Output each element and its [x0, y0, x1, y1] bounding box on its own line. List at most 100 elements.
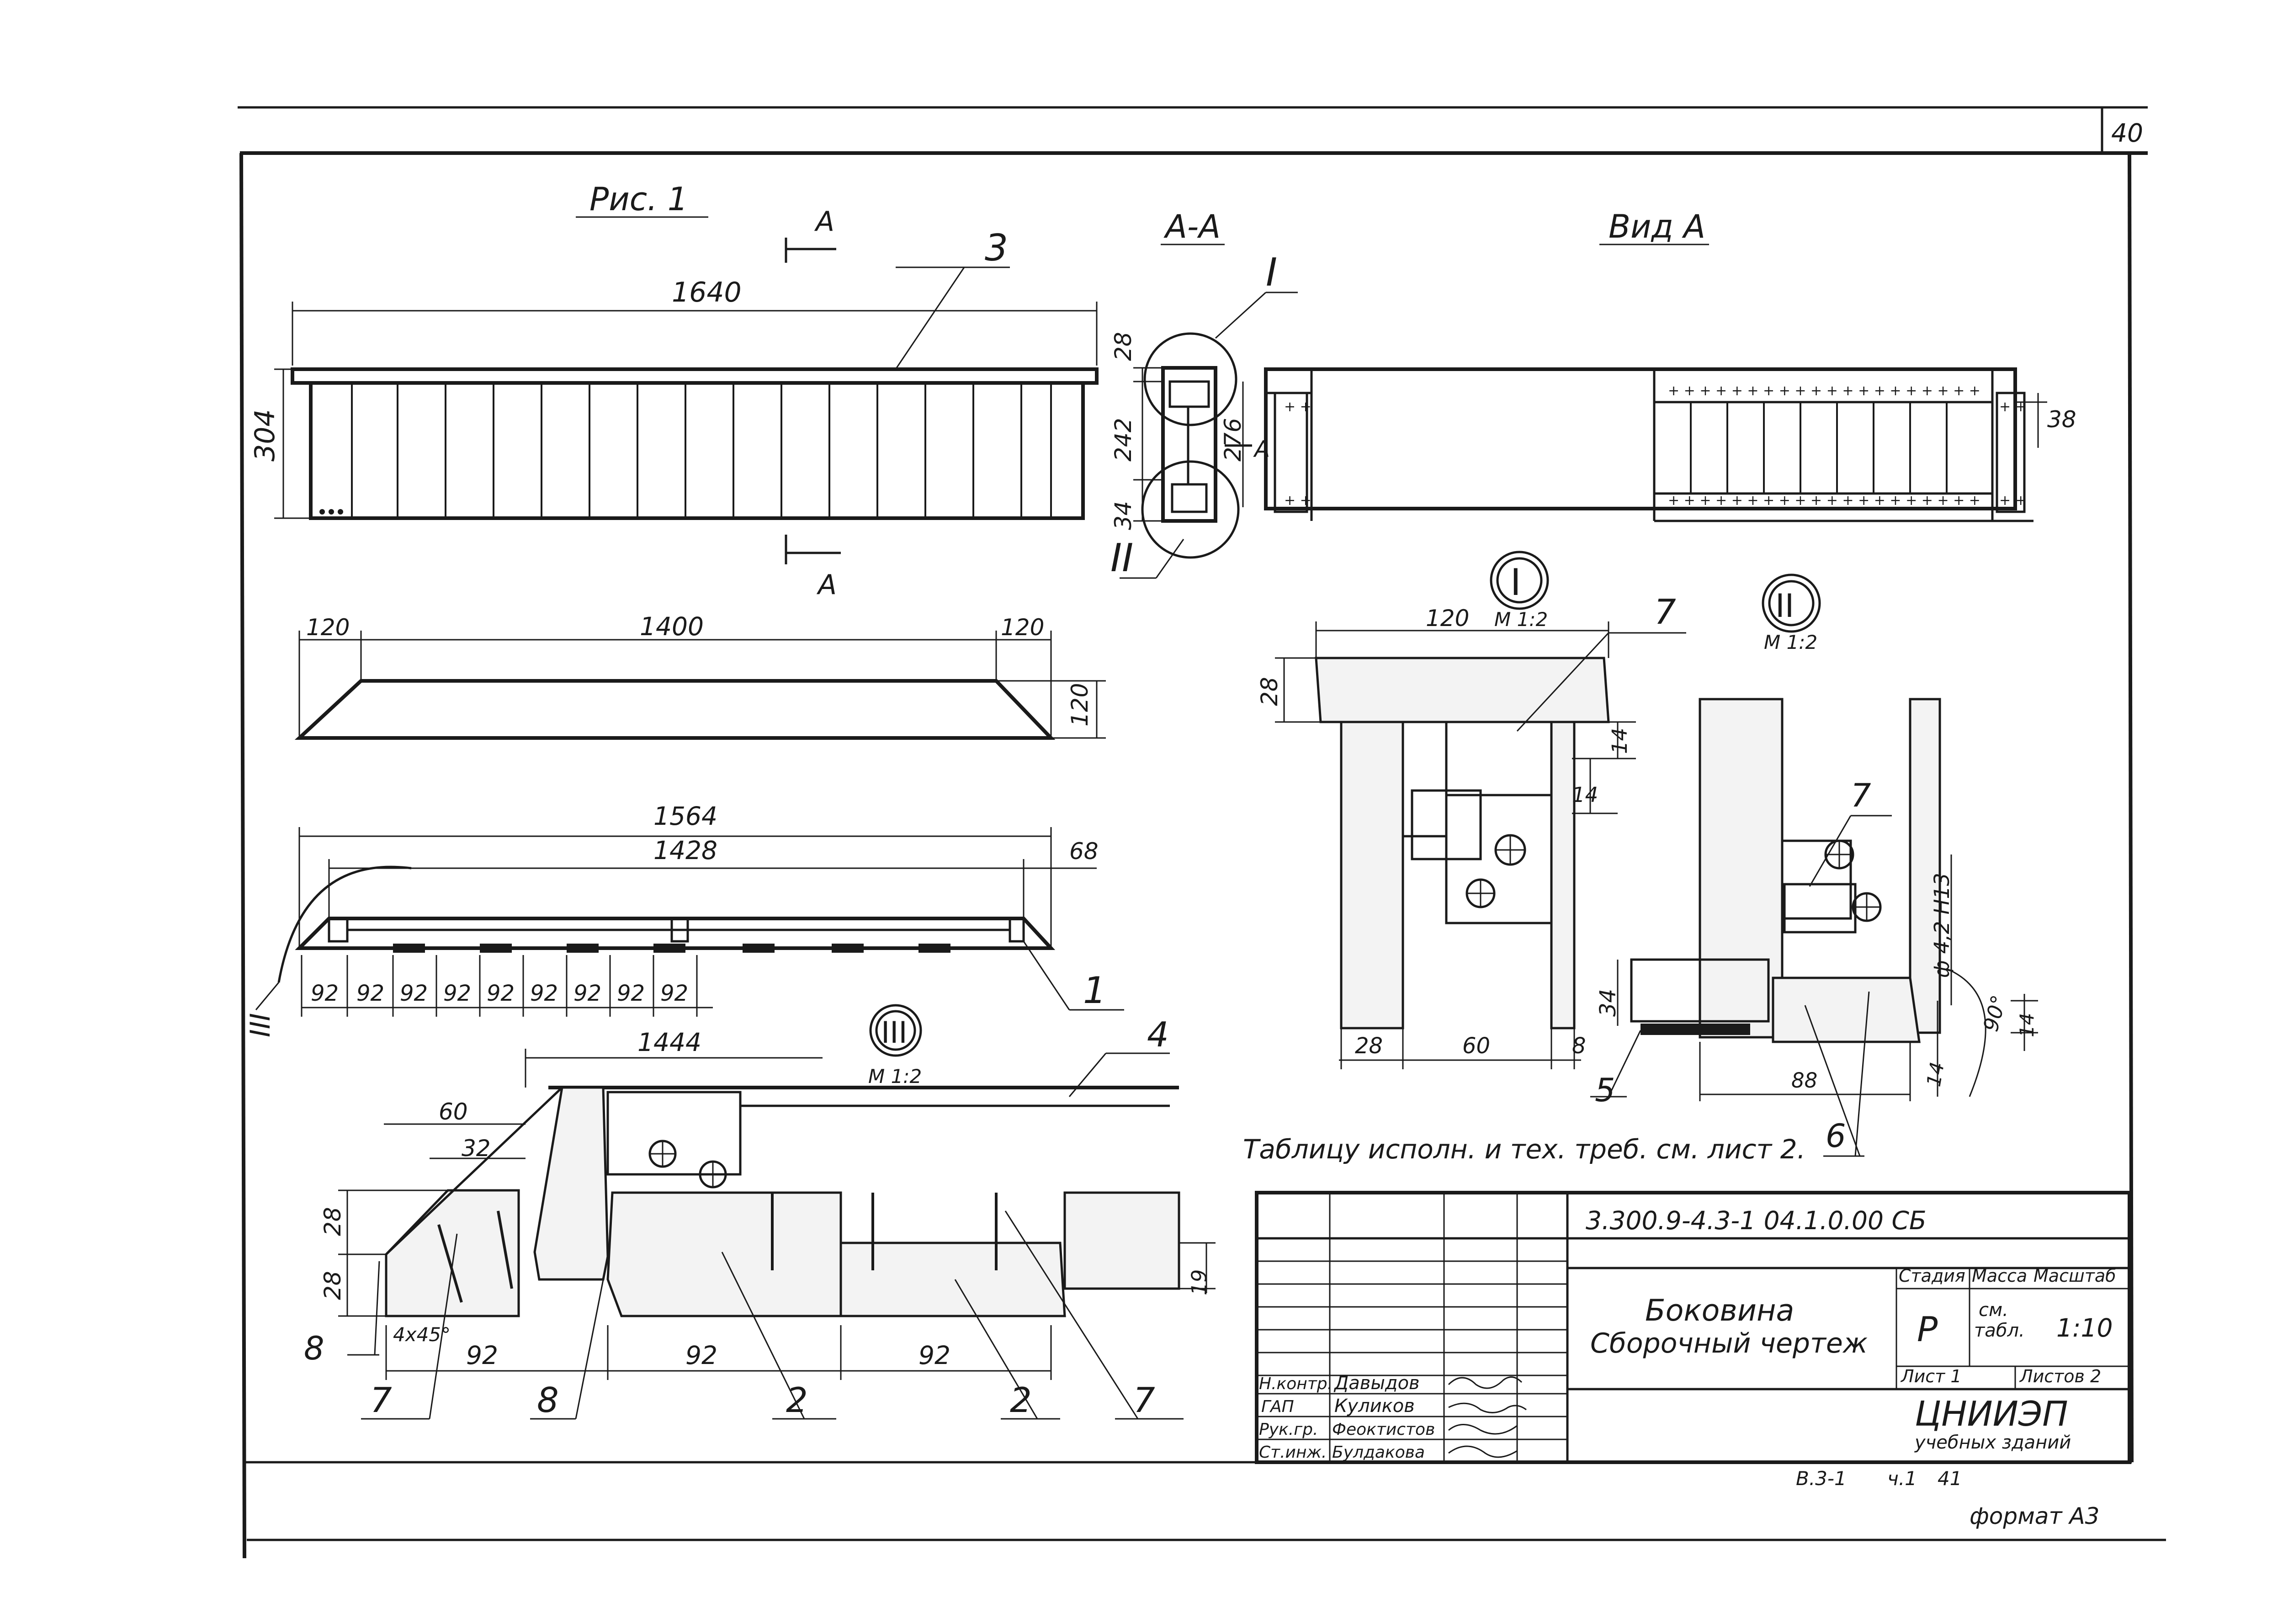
- role-3: Рук.гр.: [1259, 1420, 1318, 1439]
- dim-pitch: 92: [400, 981, 428, 1006]
- leader-4: 4: [1147, 1014, 1169, 1055]
- leader-7-right: 7: [1133, 1380, 1155, 1420]
- detail-I: I М 1:2 120 28 14 14 28 60 8 7: [1256, 551, 1686, 1069]
- title-mass-l2: табл.: [1974, 1320, 2025, 1341]
- leader-1: 1: [1083, 969, 1106, 1012]
- dim-main-height: 304: [249, 409, 281, 462]
- format-label: формат А3: [1970, 1503, 2099, 1529]
- title-code: 3.300.9-4.3-1 04.1.0.00 СБ: [1586, 1206, 1927, 1235]
- leader-7-detail-II: 7: [1851, 777, 1871, 814]
- dim-bot-1428: 1428: [653, 836, 717, 865]
- dim-pitch: 92: [660, 981, 688, 1006]
- dim-pitch: 92: [617, 981, 645, 1006]
- dim-sec-28: 28: [1110, 332, 1136, 361]
- detail-III: III М 1:2 8 1444 4 60 32 2: [304, 1004, 1216, 1420]
- dim-sec-242: 242: [1110, 418, 1136, 462]
- note-text: Таблицу исполн. и тех. треб. см. лист 2.: [1243, 1134, 1805, 1165]
- svg-text:+ + + + + + + + + + + + + + +: + + + + + + + + + + + + + + + + + + + +: [1668, 383, 1980, 399]
- leader-2-right: 2: [1010, 1380, 1032, 1420]
- dim-d3-19: 19: [1187, 1269, 1211, 1295]
- dim-d1-60: 60: [1462, 1033, 1490, 1059]
- section-arrow-top: А: [814, 206, 834, 238]
- svg-text:+ +: + +: [1284, 399, 1311, 415]
- page-number: 40: [2111, 118, 2143, 148]
- dim-pitch: 92: [530, 981, 558, 1006]
- section-arrow-bottom: А: [816, 569, 837, 601]
- detail-II: II М 1:2 34 ф 4,2 Н13 90° 88 14 14 7 5: [1590, 573, 2038, 1157]
- role-2-name: Куликов: [1334, 1396, 1415, 1417]
- title-sheets: Листов 2: [2019, 1366, 2101, 1386]
- title-name-line1: Боковина: [1645, 1294, 1794, 1328]
- leader-3: 3: [985, 227, 1008, 269]
- leader-5: 5: [1595, 1072, 1615, 1109]
- svg-text:+ +: + +: [1284, 493, 1311, 509]
- section-label: А-А: [1163, 208, 1221, 245]
- role-4-name: Булдакова: [1332, 1443, 1425, 1462]
- dim-pitch: 92: [356, 981, 384, 1006]
- dim-d3-28b: 28: [319, 1271, 346, 1300]
- main-slats: [351, 383, 1052, 518]
- dim-pitch: 92: [573, 981, 601, 1006]
- dim-d3-28a: 28: [319, 1207, 346, 1236]
- dim-d1-28: 28: [1256, 677, 1283, 706]
- dim-d3-60: 60: [439, 1099, 468, 1125]
- title-mass-hdr: Масса: [1972, 1266, 2027, 1286]
- view-label: Вид А: [1609, 208, 1705, 245]
- dim-d1-28-bottom: 28: [1355, 1033, 1383, 1059]
- role-1: Н.контр.: [1259, 1375, 1333, 1393]
- callout-I-section: I: [1266, 250, 1277, 295]
- detail-I-label: I: [1510, 561, 1521, 604]
- callout-II-section: II: [1110, 536, 1133, 581]
- dim-d1-8: 8: [1572, 1033, 1586, 1059]
- title-org-sub: учебных зданий: [1914, 1432, 2071, 1453]
- dim-pitch: 92: [487, 981, 515, 1006]
- svg-text:+ +: + +: [1999, 399, 2027, 415]
- dim-bot-68: 68: [1069, 838, 1099, 865]
- dim-d1-14b: 14: [1572, 783, 1598, 807]
- dim-plate-120-h: 120: [1067, 683, 1093, 727]
- title-org: ЦНИИЭП: [1915, 1394, 2068, 1434]
- dim-d3-32: 32: [462, 1135, 491, 1162]
- bottom-ref-3: 41: [1938, 1467, 1962, 1490]
- title-block: 3.300.9-4.3-1 04.1.0.00 СБ Боковина Сбор…: [1255, 1191, 2131, 1464]
- dim-main-length: 1640: [672, 276, 742, 308]
- sheet-frame: [238, 106, 2166, 1559]
- dim-sec-34: 34: [1110, 501, 1136, 530]
- role-3-name: Феоктистов: [1332, 1420, 1435, 1439]
- detail-II-scale: М 1:2: [1764, 631, 1817, 653]
- dim-d3-1444: 1444: [637, 1028, 701, 1057]
- role-4: Ст.инж.: [1259, 1443, 1327, 1462]
- dim-d3-92a: 92: [466, 1341, 498, 1370]
- detail-I-scale: М 1:2: [1494, 608, 1548, 631]
- dim-d1-120: 120: [1426, 605, 1469, 632]
- title-stage-hdr: Стадия: [1899, 1266, 1965, 1286]
- fig-label: Рис. 1: [589, 180, 688, 218]
- leader-6: 6: [1826, 1117, 1846, 1155]
- dim-d3-92b: 92: [685, 1341, 717, 1370]
- detail-II-label: II: [1775, 587, 1794, 625]
- title-mass-l1: см.: [1979, 1300, 2008, 1321]
- section-aa: А-А 28 242 34 276 А I II: [1110, 208, 1298, 581]
- dim-d3-92c: 92: [919, 1341, 950, 1370]
- dim-d2-angle: 90°: [1978, 992, 2011, 1034]
- title-scale-hdr: Масштаб: [2033, 1266, 2116, 1286]
- role-1-name: Давыдов: [1333, 1373, 1420, 1394]
- detail-III-label: III: [881, 1016, 908, 1050]
- title-stage: Р: [1917, 1309, 1938, 1349]
- dim-d2-14a: 14: [1922, 1061, 1949, 1088]
- dim-sec-276: 276: [1220, 418, 1246, 462]
- signature-marks: [1448, 1376, 1527, 1458]
- dim-plate-120-left: 120: [306, 614, 350, 641]
- detail-III-scale: М 1:2: [868, 1065, 922, 1088]
- title-sheet: Лист 1: [1900, 1366, 1962, 1386]
- bottom-ref-1: В.3-1: [1796, 1467, 1847, 1490]
- dim-d2-34: 34: [1595, 989, 1621, 1017]
- leader-7-left: 7: [370, 1380, 392, 1420]
- title-name-line2: Сборочный чертеж: [1590, 1327, 1868, 1359]
- leader-7-detail-I: 7: [1654, 592, 1676, 632]
- dim-pitch: 92: [311, 981, 339, 1006]
- dim-bot-1564: 1564: [653, 801, 717, 831]
- top-plate-view: 120 1400 120 120: [294, 612, 1106, 740]
- dim-pitch: 92: [443, 981, 471, 1006]
